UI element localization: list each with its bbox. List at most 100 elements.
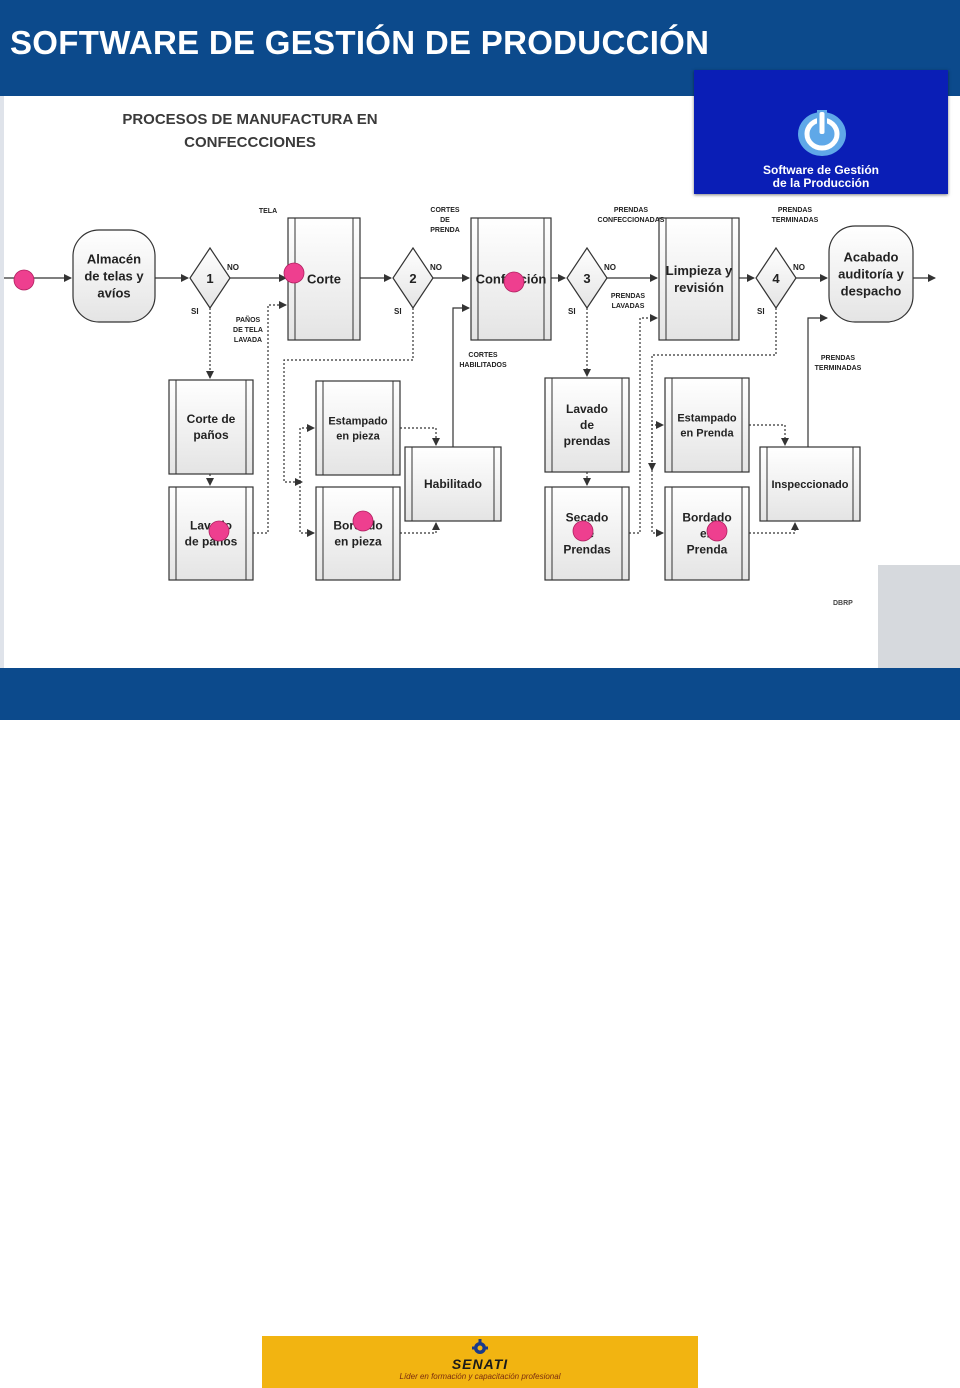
annotation-line: CORTES xyxy=(430,207,460,214)
edge-bordado-prenda-to-inspeccionado xyxy=(749,522,799,534)
annotation-line: TERMINADAS xyxy=(772,217,819,224)
terminator-label-line: de telas y xyxy=(84,269,144,284)
process-box-label: Inspeccionado xyxy=(771,479,848,491)
edge-branch-to-estampado-prenda xyxy=(651,421,664,470)
annotation-line: PAÑOS xyxy=(236,315,261,324)
process-box-label: Lavado de prendas xyxy=(564,402,611,448)
process-box-frame xyxy=(315,380,401,476)
page-title: SOFTWARE DE GESTIÓN DE PRODUCCIÓN xyxy=(10,24,710,61)
process-box-label-line: revisión xyxy=(674,280,724,295)
annotation-line: TERMINADAS xyxy=(815,365,862,372)
logo-text-line2: de la Producción xyxy=(772,176,870,190)
process-box-label-line: Inspeccionado xyxy=(771,479,848,491)
decision-2: 2 NO SI xyxy=(392,246,442,316)
decision-yes-label: SI xyxy=(394,307,402,316)
edge-habilitado-to-confeccion xyxy=(452,304,470,447)
terminator-frame xyxy=(72,229,156,323)
process-box-corte-panos: Corte de paños xyxy=(168,379,254,475)
edge-lavado-panos-to-corte xyxy=(253,301,287,534)
pink-marker xyxy=(706,520,728,542)
process-box-label-line: Habilitado xyxy=(424,477,482,491)
annotation-prendas-confeccionadas: PRENDAS CONFECCIONADAS xyxy=(598,207,665,224)
process-box-label-line: Estampado xyxy=(328,415,388,427)
left-edge xyxy=(0,96,4,668)
decision-diamond xyxy=(566,246,608,310)
decision-yes-label: SI xyxy=(757,307,765,316)
edge-bordado-to-habilitado xyxy=(400,522,440,534)
process-box-label: Habilitado xyxy=(424,477,482,491)
edge-d4-si-branch xyxy=(648,308,777,471)
annotation-tela: TELA xyxy=(259,208,277,215)
decision-no-label: NO xyxy=(430,263,442,272)
gear-icon xyxy=(472,1339,488,1354)
annotation-line: CONFECCIONADAS xyxy=(598,217,665,224)
decision-number: 2 xyxy=(409,271,416,286)
footer-tagline: Líder en formación y capacitación profes… xyxy=(399,1372,561,1381)
process-box-label-line: Lavado xyxy=(566,402,608,416)
decision-no-label: NO xyxy=(604,263,616,272)
process-box-frame xyxy=(658,217,740,341)
edge-d2-si-branch xyxy=(283,308,414,486)
terminator-label-line: avíos xyxy=(97,286,130,301)
process-box-label-line: Secado xyxy=(566,511,609,525)
process-box-confeccion: Confección xyxy=(470,217,552,341)
terminator-label-line: despacho xyxy=(841,284,902,299)
footer-brand: SENATI xyxy=(451,1356,509,1372)
annotation-line: CORTES xyxy=(468,352,498,359)
process-box-label-line: en Prenda xyxy=(680,427,734,439)
edge-branch-to-bordado-prenda xyxy=(651,470,664,537)
process-box-label-line: Estampado xyxy=(677,412,737,424)
decision-yes-label: SI xyxy=(191,307,199,316)
process-box-bordado-pieza: Bordadoen pieza xyxy=(315,486,401,581)
process-box-label-line: prendas xyxy=(564,434,611,448)
process-box-label: Corte xyxy=(307,272,341,287)
decision-no-label: NO xyxy=(227,263,239,272)
process-box-frame xyxy=(759,446,861,522)
process-box-frame xyxy=(168,379,254,475)
terminator-almacen: Almacén de telas y avíos xyxy=(72,229,156,323)
process-box-lavado-prendas: Lavado de prendas xyxy=(544,377,630,473)
process-box-label-line: Prenda xyxy=(687,543,728,557)
annotation-line: LAVADA xyxy=(234,337,262,344)
terminator-label-line: auditoría y xyxy=(838,267,905,282)
power-icon xyxy=(798,110,846,156)
edge-estampado-to-habilitado xyxy=(400,427,440,446)
process-box-label-line: de xyxy=(580,418,594,432)
header-bar: SOFTWARE DE GESTIÓN DE PRODUCCIÓN xyxy=(0,0,960,96)
pink-marker xyxy=(352,510,374,532)
process-box-label-line: Prendas xyxy=(563,543,611,557)
annotation-line: LAVADAS xyxy=(612,303,645,310)
terminator-label-line: Almacén xyxy=(87,252,141,267)
annotation-line: DE TELA xyxy=(233,327,263,334)
annotation-line: PRENDAS xyxy=(614,207,649,214)
diagram-title-line2: CONFECCCIONES xyxy=(184,134,316,151)
terminator-label-line: Acabado xyxy=(844,250,899,265)
process-box-label-line: Bordado xyxy=(682,511,731,525)
process-box-estampado-prenda: Estampado en Prenda xyxy=(664,377,750,473)
edge-secado-to-limpieza xyxy=(629,314,658,534)
process-box-label-line: Corte de xyxy=(187,412,236,426)
software-logo-panel: Software de Gestión de la Producción xyxy=(694,70,948,194)
process-box-frame xyxy=(664,377,750,473)
edge-branch-to-bordado xyxy=(299,482,315,537)
decision-number: 4 xyxy=(772,271,780,286)
footer-bar: SENATI Líder en formación y capacitación… xyxy=(0,668,960,1388)
process-box-label-line: paños xyxy=(193,428,229,442)
process-box-inspeccionado: Inspeccionado xyxy=(759,446,861,522)
annotation-line: PRENDAS xyxy=(778,207,813,214)
terminator-label: Almacén de telas y avíos xyxy=(84,252,144,301)
corner-shade xyxy=(878,565,960,668)
edge-branch-to-estampado xyxy=(299,424,315,482)
process-box-frame xyxy=(544,377,630,473)
decision-diamond xyxy=(189,246,231,310)
